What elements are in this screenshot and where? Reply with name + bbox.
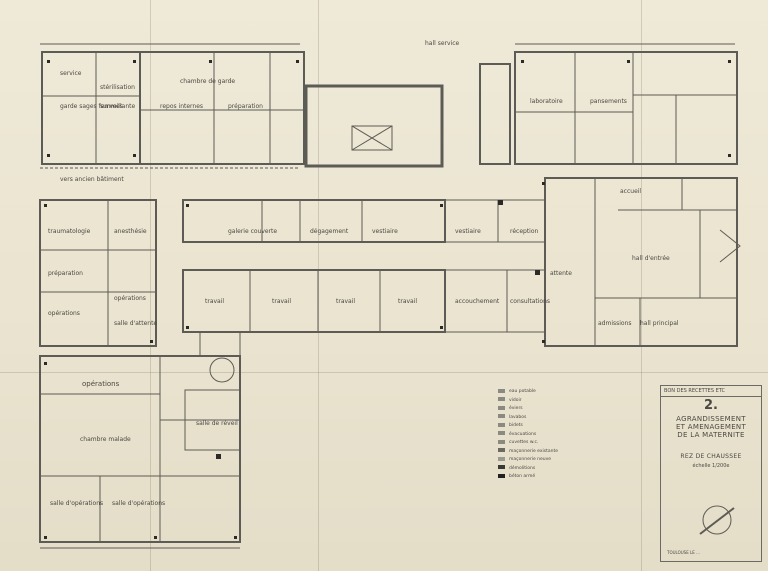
legend-item: bidets — [498, 422, 558, 431]
room-label: pansements — [590, 98, 627, 105]
legend: eau potable vidoir éviers lavabos bidets… — [498, 388, 558, 482]
room-label: préparation — [48, 270, 83, 277]
legend-swatch — [498, 405, 505, 410]
room-label: vestiaire — [455, 228, 481, 235]
legend-label: maçonnerie neuve — [509, 457, 552, 462]
legend-item: béton armé — [498, 473, 558, 482]
legend-label: vidoir — [509, 397, 522, 403]
room-label: salle d'opérations — [112, 500, 166, 507]
legend-label: éviers — [509, 406, 523, 411]
legend-label: cuvettes w.c. — [509, 440, 539, 445]
wing-outline — [41, 51, 305, 165]
title-block-header: BON DES RECETTES ETC — [661, 386, 761, 397]
room-label: chambre malade — [80, 436, 131, 443]
legend-item: évacuations — [498, 431, 558, 440]
legend-swatch — [498, 439, 505, 444]
room-label: garde sages femmes — [60, 103, 123, 110]
room-label: salle d'attente — [114, 320, 158, 327]
left-wing — [39, 199, 157, 347]
room-label: opérations — [114, 295, 146, 302]
sheet-title-line: DE LA MATERNITE — [677, 431, 745, 439]
central-block-top — [182, 199, 446, 243]
room-label: surveillante — [100, 103, 136, 110]
room-label: service — [60, 70, 82, 77]
room-label: hall d'entrée — [632, 255, 670, 262]
legend-item: maçonnerie existante — [498, 448, 558, 457]
room-label: hall principal — [640, 320, 679, 327]
room-label: travail — [398, 298, 418, 305]
room-label: réception — [510, 228, 539, 235]
legend-swatch — [498, 431, 505, 435]
legend-item: démolitions — [498, 465, 558, 474]
room-label: salle de réveil — [196, 420, 238, 427]
sheet-footer: TOULOUSE LE ... — [667, 550, 700, 555]
legend-swatch — [498, 456, 505, 461]
legend-swatch — [498, 388, 505, 393]
legend-label: maçonnerie existante — [509, 448, 558, 454]
room-label: hall service — [425, 40, 460, 47]
room-label: dégagement — [310, 228, 349, 235]
north-arrow-icon — [702, 505, 732, 535]
room-label: vestiaire — [372, 228, 398, 235]
sheet-number: 2. — [704, 398, 718, 413]
room-label: traumatologie — [48, 228, 91, 235]
right-wing — [544, 177, 738, 347]
sheet-title-line: ET AMENAGEMENT — [675, 423, 747, 431]
room-label: accueil — [620, 188, 642, 195]
room-label: stérilisation — [100, 84, 135, 91]
legend-swatch — [498, 397, 505, 401]
sheet-title-line: AGRANDISSEMENT — [676, 415, 746, 423]
legend-label: bidets — [509, 423, 523, 428]
sheet-subtitle: REZ DE CHAUSSEE — [680, 453, 742, 460]
room-label: anesthésie — [114, 228, 147, 235]
legend-item: vidoir — [498, 397, 558, 406]
room-label: salle d'opérations — [50, 500, 104, 507]
legend-item: maçonnerie neuve — [498, 456, 558, 465]
legend-label: évacuations — [509, 431, 537, 437]
room-label: attente — [550, 270, 572, 277]
legend-label: béton armé — [509, 474, 536, 479]
legend-label: lavabos — [509, 414, 527, 420]
room-label: opérations — [48, 310, 80, 317]
sheet-scale: échelle 1/200e — [692, 463, 730, 469]
legend-swatch — [498, 465, 505, 469]
room-label: accouchement — [455, 298, 500, 305]
room-label: laboratoire — [530, 98, 563, 105]
legend-item: lavabos — [498, 414, 558, 423]
room-label: travail — [205, 298, 225, 305]
title-block: BON DES RECETTES ETC 2. AGRANDISSEMENT E… — [660, 385, 762, 562]
room-label: admissions — [598, 320, 632, 327]
legend-item: eau potable — [498, 388, 558, 397]
room-label: travail — [336, 298, 356, 305]
room-label: vers ancien bâtiment — [60, 176, 124, 183]
legend-item: éviers — [498, 405, 558, 414]
stair-hall — [304, 84, 444, 168]
room-label: chambre de garde — [180, 78, 236, 85]
legend-swatch — [498, 414, 505, 418]
legend-swatch — [498, 422, 505, 427]
legend-item: cuvettes w.c. — [498, 439, 558, 448]
bottom-left-wing — [39, 355, 241, 543]
paper-fold — [150, 0, 151, 571]
room-label: travail — [272, 298, 292, 305]
legend-label: eau potable — [509, 389, 536, 394]
room-label: repos internes — [160, 103, 204, 110]
room-label: préparation — [228, 103, 263, 110]
room-label: galerie couverte — [228, 228, 278, 235]
paper-fold — [641, 0, 642, 571]
legend-swatch — [498, 473, 505, 478]
legend-swatch — [498, 448, 505, 452]
room-label: consultations — [510, 298, 551, 305]
paper-fold — [0, 372, 768, 373]
legend-label: démolitions — [509, 465, 536, 471]
wing-outline — [514, 51, 738, 165]
room-label: opérations — [82, 380, 120, 388]
